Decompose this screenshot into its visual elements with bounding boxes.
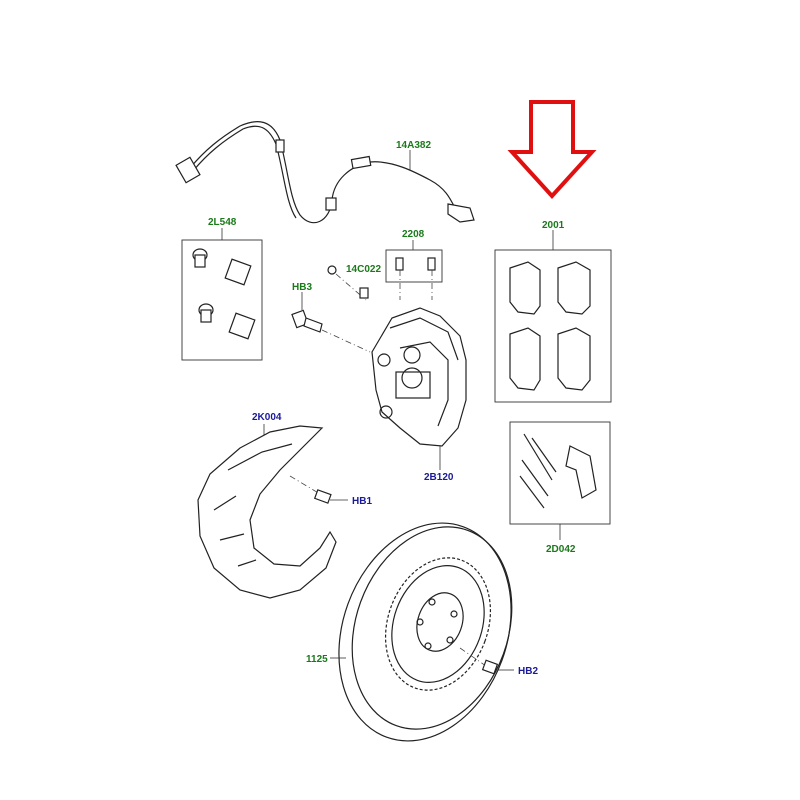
label-1125: 1125 [306, 654, 328, 665]
label-2D042: 2D042 [546, 544, 576, 555]
brake-disc [330, 522, 514, 742]
splash-shield [197, 424, 348, 599]
wear-sensor-harness [175, 121, 475, 224]
bleed-cap [327, 265, 369, 301]
label-2K004: 2K004 [252, 412, 282, 423]
label-2B120: 2B120 [424, 472, 454, 483]
arrow-down-icon [507, 100, 597, 199]
label-HB1: HB1 [352, 496, 372, 507]
label-2208: 2208 [402, 229, 425, 240]
brake-caliper [371, 307, 467, 470]
label-2L548: 2L548 [208, 217, 237, 228]
label-2001: 2001 [542, 220, 565, 231]
label-14A382: 14A382 [396, 140, 431, 151]
label-14C022: 14C022 [346, 264, 381, 275]
label-HB2: HB2 [518, 666, 538, 677]
hb3-bolt [291, 292, 371, 353]
bleed-screw-box [385, 240, 443, 300]
bushing-kit-box [181, 228, 263, 361]
label-HB3: HB3 [292, 282, 312, 293]
pin-kit-box [509, 421, 611, 540]
brake-pads-box [494, 230, 612, 403]
